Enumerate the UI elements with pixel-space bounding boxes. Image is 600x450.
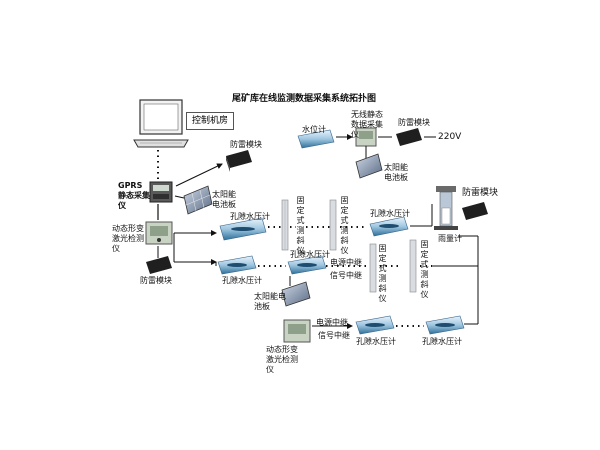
- surge-module-right-icon: [396, 128, 422, 146]
- solar-panel-right-label: 太阳能电池板: [384, 163, 408, 182]
- computer-icon: [133, 99, 189, 148]
- dynamic-deform-bottom-icon: [283, 319, 311, 343]
- diagram-title: 尾矿库在线监测数据采集系统拓扑图: [232, 94, 377, 104]
- rain-gauge-icon: [434, 186, 458, 230]
- surge-module-rain-label: 防雷模块: [462, 188, 499, 198]
- signal-relay-2-label: 信号中继: [318, 331, 350, 340]
- inclinometer-3-label: 固定式测斜仪: [378, 244, 387, 303]
- dynamic-deform-bottom-label: 动态形变激光检测仪: [266, 345, 298, 374]
- surge-module-right-label: 防雷模块: [398, 118, 430, 127]
- piezometer-3-icon: [217, 255, 257, 275]
- solar-panel-right-icon: [355, 153, 383, 179]
- rain-gauge-label: 雨量计: [438, 234, 462, 243]
- piezometer-2-label: 孔隙水压计: [370, 209, 410, 218]
- inclinometer-1-icon: [281, 199, 289, 251]
- inclinometer-1-label: 固定式测斜仪: [296, 196, 305, 255]
- solar-panel-bottom-label: 太阳能电池板: [254, 292, 286, 311]
- gprs-collector-icon: [149, 181, 173, 203]
- piezometer-6-icon: [425, 315, 465, 335]
- surge-module-top-label: 防雷模块: [230, 140, 262, 149]
- piezometer-1-label: 孔隙水压计: [230, 212, 270, 221]
- inclinometer-4-icon: [409, 239, 417, 293]
- surge-module-left-label: 防雷模块: [140, 276, 172, 285]
- signal-relay-1-label: 信号中继: [330, 271, 362, 280]
- solar-panel-top-label: 太阳能电池板: [212, 190, 236, 209]
- surge-module-icon: [226, 150, 252, 172]
- piezometer-5-label: 孔隙水压计: [356, 337, 396, 346]
- dynamic-deform-detector-icon: [145, 221, 173, 245]
- piezometer-4-icon: [287, 255, 327, 275]
- control-room-label: 控制机房: [186, 112, 234, 130]
- inclinometer-3-icon: [369, 243, 377, 293]
- piezometer-6-label: 孔隙水压计: [422, 337, 462, 346]
- inclinometer-4-label: 固定式测斜仪: [420, 240, 429, 299]
- piezometer-5-icon: [355, 315, 395, 335]
- power-relay-2-label: 电源中继: [316, 318, 348, 327]
- surge-module-left-icon: [146, 256, 172, 274]
- solar-panel-icon: [183, 185, 213, 215]
- surge-module-rain-icon: [462, 202, 488, 220]
- piezometer-2-icon: [369, 216, 409, 237]
- water-gauge-icon: [297, 129, 335, 149]
- piezometer-4-label: 孔隙水压计: [290, 250, 330, 259]
- gprs-label: GPRS 静态采集仪: [118, 181, 150, 210]
- solar-panel-bottom-icon: [281, 281, 311, 307]
- inclinometer-2-icon: [329, 199, 337, 251]
- dynamic-deform-left-label: 动态形变激光检测仪: [112, 224, 144, 253]
- power-relay-1-label: 电源中继: [330, 258, 362, 267]
- water-gauge-label: 水位计: [302, 125, 326, 134]
- voltage-label: 220V: [438, 132, 462, 142]
- inclinometer-2-label: 固定式测斜仪: [340, 196, 349, 255]
- wireless-collector-label: 无线静态数据采集仪: [351, 110, 383, 139]
- piezometer-1-icon: [219, 217, 267, 241]
- piezometer-3-label: 孔隙水压计: [222, 276, 262, 285]
